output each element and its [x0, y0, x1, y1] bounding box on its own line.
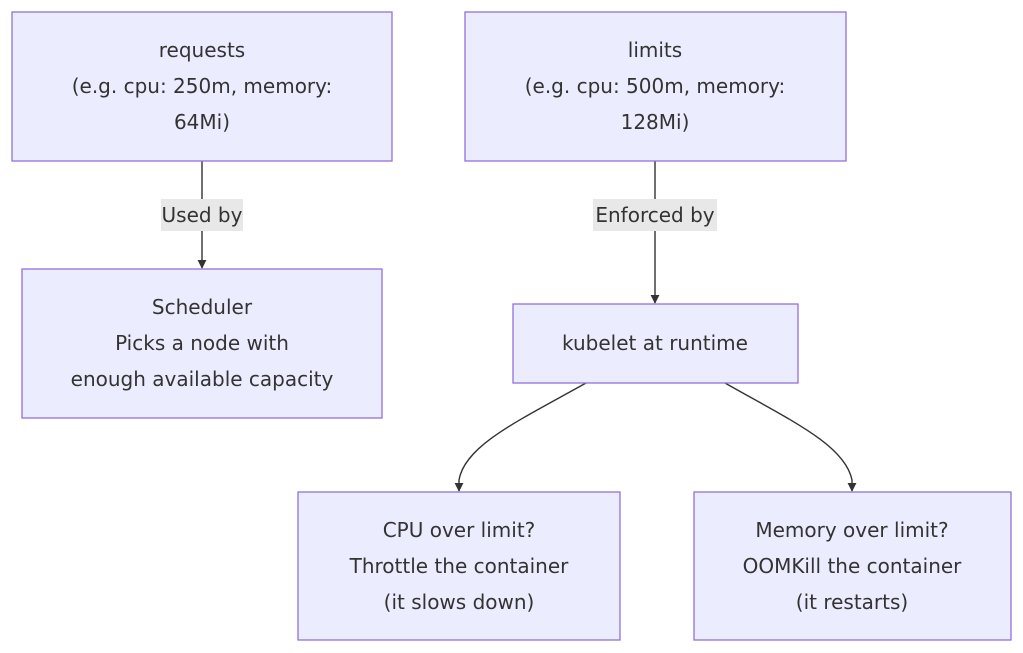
node-kubelet: kubelet at runtime: [512, 303, 799, 384]
node-limits-line-1: limits: [628, 38, 682, 62]
edge-label-used-by: Used by: [161, 199, 243, 231]
node-scheduler: Scheduler Picks a node with enough avail…: [21, 268, 383, 419]
edge-kubelet-to-memory: [724, 382, 857, 492]
edge-label-text: Used by: [162, 203, 243, 227]
node-memory-line-3: (it restarts): [796, 590, 908, 614]
node-kubelet-line-1: kubelet at runtime: [562, 331, 748, 355]
node-limits: limits (e.g. cpu: 500m, memory: 128Mi): [464, 11, 847, 162]
node-requests-line-1: requests: [159, 38, 245, 62]
edge-label-enforced-by: Enforced by: [593, 199, 717, 231]
node-memory-over-limit: Memory over limit? OOMKill the container…: [693, 491, 1012, 641]
node-requests-line-3: 64Mi): [174, 110, 230, 134]
node-limits-line-2: (e.g. cpu: 500m, memory:: [525, 74, 786, 98]
edge-line: [724, 382, 857, 492]
edge-kubelet-to-cpu: [454, 382, 587, 492]
node-cpu-line-2: Throttle the container: [349, 554, 570, 578]
node-cpu-line-1: CPU over limit?: [383, 518, 536, 542]
node-memory-line-1: Memory over limit?: [755, 518, 948, 542]
node-cpu-over-limit: CPU over limit? Throttle the container (…: [297, 491, 621, 641]
edge-label-text: Enforced by: [595, 203, 714, 227]
node-requests: requests (e.g. cpu: 250m, memory: 64Mi): [11, 11, 393, 162]
node-scheduler-line-2: Picks a node with: [115, 331, 289, 355]
node-cpu-line-3: (it slows down): [384, 590, 535, 614]
node-requests-line-2: (e.g. cpu: 250m, memory:: [72, 74, 333, 98]
node-scheduler-line-3: enough available capacity: [71, 367, 334, 391]
node-memory-line-2: OOMKill the container: [743, 554, 963, 578]
node-limits-line-3: 128Mi): [621, 110, 690, 134]
edge-line: [454, 382, 587, 492]
node-scheduler-line-1: Scheduler: [152, 295, 253, 319]
